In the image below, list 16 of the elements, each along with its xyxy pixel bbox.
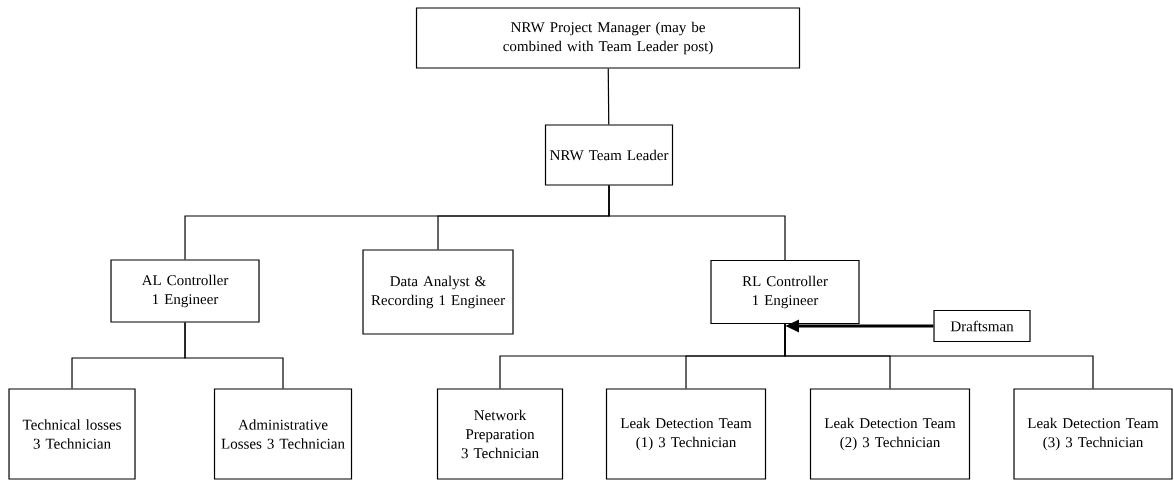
role-box: AL Controller 1 Engineer bbox=[110, 259, 260, 323]
connector-line bbox=[184, 322, 284, 389]
role-box: Technical losses 3 Technician bbox=[8, 388, 136, 480]
role-box: Network Preparation 3 Technician bbox=[436, 388, 564, 480]
role-box: RL Controller 1 Engineer bbox=[710, 259, 860, 325]
role-box: Leak Detection Team (1) 3 Technician bbox=[605, 388, 767, 480]
role-box: Leak Detection Team (2) 3 Technician bbox=[809, 388, 971, 480]
connector-line bbox=[608, 185, 786, 261]
role-box: NRW Project Manager (may be combined with Team Leader post) bbox=[415, 7, 801, 69]
role-box: NRW Team Leader bbox=[544, 124, 674, 186]
role-box: Leak Detection Team (3) 3 Technician bbox=[1013, 388, 1173, 480]
role-box: Data Analyst & Recording 1 Engineer bbox=[362, 249, 514, 335]
connector-line bbox=[784, 323, 1094, 389]
connector-line bbox=[607, 68, 610, 125]
role-box: Draftsman bbox=[933, 309, 1031, 343]
role-box: Administrative Losses 3 Technician bbox=[213, 388, 353, 480]
